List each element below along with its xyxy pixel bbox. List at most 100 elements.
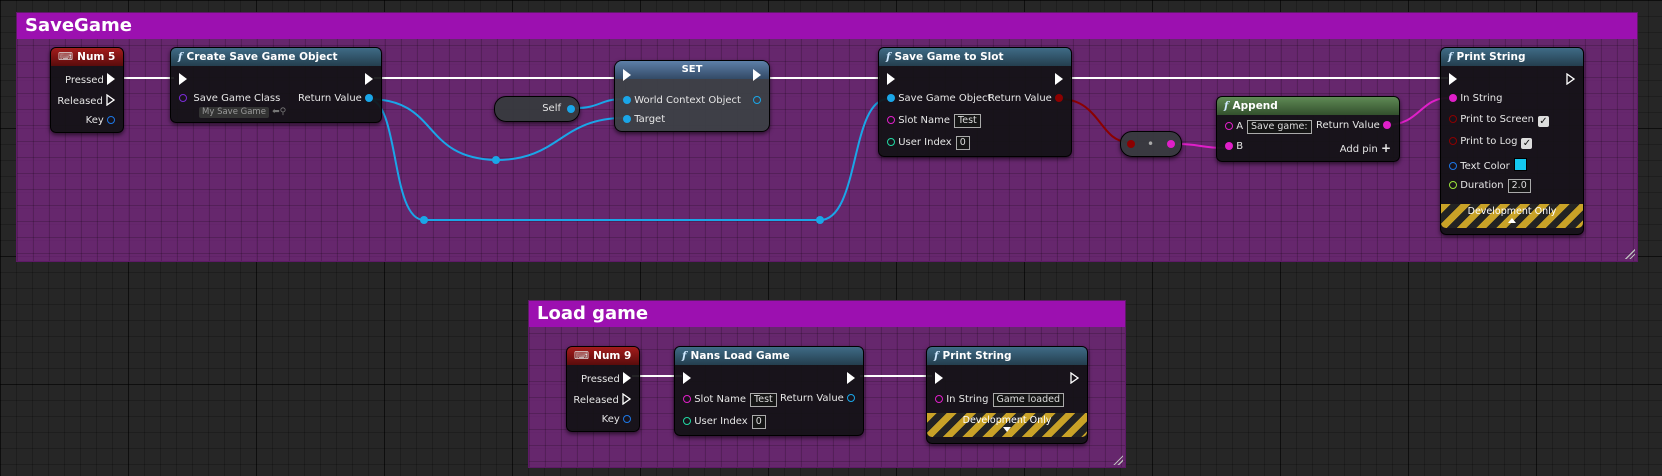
function-icon: f: [1224, 100, 1229, 112]
return-value-pin[interactable]: Return Value: [780, 393, 855, 404]
pressed-pin[interactable]: Pressed: [65, 73, 115, 86]
key-pin[interactable]: Key: [602, 414, 631, 425]
collapse-arrow-icon[interactable]: [1508, 218, 1516, 223]
set-out-pin[interactable]: [753, 95, 761, 106]
node-title: Append: [1232, 100, 1278, 112]
resize-handle[interactable]: [1625, 249, 1635, 259]
world-context-pin[interactable]: World Context Object: [623, 95, 741, 106]
save-game-class-pin[interactable]: Save Game Class: [179, 93, 280, 104]
slot-name-field[interactable]: Test: [750, 393, 777, 407]
a-field[interactable]: Save game:: [1247, 120, 1312, 134]
node-title: Create Save Game Object: [186, 51, 338, 63]
in-string-field[interactable]: Game loaded: [992, 393, 1064, 407]
pressed-pin[interactable]: Pressed: [581, 372, 631, 385]
print-to-log-checkbox[interactable]: ✓: [1521, 138, 1533, 149]
function-icon: f: [682, 350, 687, 362]
plus-icon[interactable]: +: [1380, 141, 1391, 155]
exec-out-icon[interactable]: [107, 73, 115, 85]
exec-out-pin[interactable]: [753, 69, 761, 82]
node-title: Num 9: [593, 350, 632, 362]
comment-title[interactable]: SaveGame: [17, 13, 1637, 39]
exec-in-pin[interactable]: [935, 372, 943, 385]
exec-out-icon[interactable]: [106, 94, 115, 106]
exec-in-pin[interactable]: [623, 69, 631, 82]
exec-out-pin[interactable]: [1055, 73, 1063, 86]
node-title: Print String: [1456, 51, 1526, 63]
exec-out-pin[interactable]: [1566, 73, 1575, 86]
text-color-swatch[interactable]: [1513, 158, 1527, 171]
function-icon: f: [1448, 51, 1453, 63]
b-pin[interactable]: B: [1225, 141, 1243, 152]
keyboard-icon: ⌨: [58, 51, 74, 63]
exec-out-pin[interactable]: [1070, 372, 1079, 385]
keyboard-icon: ⌨: [574, 350, 590, 362]
print-to-screen-pin[interactable]: Print to Screen✓: [1449, 114, 1549, 127]
return-value-pin[interactable]: Return Value: [298, 93, 373, 104]
self-label: Self: [542, 103, 561, 114]
return-value-pin[interactable]: Return Value: [1316, 120, 1391, 131]
event-num5-node[interactable]: ⌨Num 5 Pressed Released Key: [50, 47, 124, 133]
self-reference-node[interactable]: Self: [494, 96, 580, 122]
user-index-field[interactable]: 0: [751, 415, 766, 429]
conversion-node[interactable]: •: [1120, 131, 1182, 157]
exec-out-pin[interactable]: [847, 372, 855, 385]
node-title: Save Game to Slot: [894, 51, 1004, 63]
convert-icon: •: [1147, 137, 1155, 151]
function-icon: f: [934, 350, 939, 362]
function-icon: f: [886, 51, 891, 63]
browse-arrow-icon[interactable]: ⬅: [272, 107, 280, 117]
expand-arrow-icon[interactable]: [1003, 427, 1011, 432]
development-only-bar[interactable]: Development Only: [1441, 204, 1583, 228]
print-to-log-pin[interactable]: Print to Log✓: [1449, 136, 1533, 149]
reroute-knot: [492, 156, 500, 164]
set-node[interactable]: SET World Context Object Target: [614, 60, 770, 132]
comment-title[interactable]: Load game: [529, 301, 1125, 327]
exec-in-pin[interactable]: [887, 73, 895, 86]
return-value-pin[interactable]: Return Value: [988, 93, 1063, 104]
exec-out-pin[interactable]: [365, 73, 373, 86]
struct-pin-icon[interactable]: [107, 116, 115, 124]
development-only-bar[interactable]: Development Only: [927, 413, 1087, 437]
node-title: Nans Load Game: [690, 350, 790, 362]
add-pin-button[interactable]: Add pin +: [1339, 141, 1391, 155]
exec-in-pin[interactable]: [683, 372, 691, 385]
resize-handle[interactable]: [1113, 455, 1123, 465]
exec-in-pin[interactable]: [1449, 73, 1457, 86]
released-pin[interactable]: Released: [573, 393, 631, 406]
class-pin-icon[interactable]: [179, 94, 187, 102]
self-out-pin[interactable]: [567, 104, 575, 115]
save-game-object-pin[interactable]: Save Game Object: [887, 93, 991, 104]
reroute-knot: [816, 216, 824, 224]
node-title: Num 5: [77, 51, 116, 63]
key-pin[interactable]: Key: [86, 115, 115, 126]
target-pin[interactable]: Target: [623, 114, 665, 125]
object-pin-icon[interactable]: [365, 94, 373, 102]
reroute-knot: [420, 216, 428, 224]
event-num9-node[interactable]: ⌨Num 9 Pressed Released Key: [566, 346, 640, 432]
duration-field[interactable]: 2.0: [1507, 179, 1531, 193]
in-string-pin[interactable]: In String: [1449, 93, 1503, 104]
text-color-pin[interactable]: Text Color: [1449, 158, 1527, 172]
exec-in-pin[interactable]: [179, 73, 187, 86]
node-title: Print String: [942, 350, 1012, 362]
slot-name-field[interactable]: Test: [954, 114, 981, 128]
save-game-class-dropdown[interactable]: My Save Game ⬅⚲: [199, 106, 286, 118]
released-pin[interactable]: Released: [57, 94, 115, 107]
user-index-field[interactable]: 0: [955, 136, 970, 150]
node-title: SET: [615, 61, 769, 79]
print-to-screen-checkbox[interactable]: ✓: [1537, 116, 1549, 127]
search-icon[interactable]: ⚲: [279, 107, 287, 117]
